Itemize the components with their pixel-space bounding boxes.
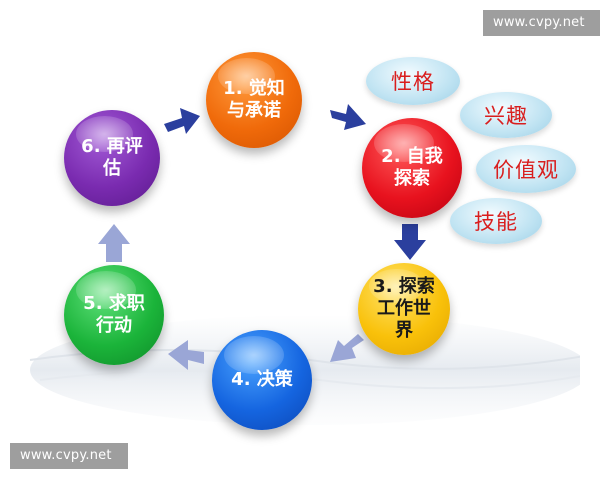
arrow-1-to-2-icon <box>330 104 366 130</box>
step-4-label: 4. 决策 <box>231 369 293 390</box>
aspect-skills-bubble: 技能 <box>450 198 542 244</box>
step-1-circle: 1. 觉知 与承诺 <box>206 52 302 148</box>
watermark-bottom: www.cvpy.net <box>10 443 128 469</box>
step-5-circle: 5. 求职 行动 <box>64 265 164 365</box>
arrow-2-to-3-icon <box>394 224 426 260</box>
step-1-label: 1. 觉知 与承诺 <box>223 78 285 121</box>
aspect-label: 技能 <box>474 210 518 234</box>
aspect-personality-bubble: 性格 <box>366 57 460 105</box>
step-6-circle: 6. 再评 估 <box>64 110 160 206</box>
aspect-label: 价值观 <box>493 158 559 182</box>
arrow-4-to-5-icon <box>168 340 204 370</box>
arrow-5-to-6-icon <box>98 224 130 262</box>
aspect-label: 性格 <box>391 70 435 94</box>
aspect-label: 兴趣 <box>484 104 528 128</box>
watermark-top: www.cvpy.net <box>483 10 600 36</box>
step-4-circle: 4. 决策 <box>212 330 312 430</box>
step-2-label: 2. 自我 探索 <box>381 146 443 189</box>
arrow-6-to-1-icon <box>164 108 200 134</box>
step-5-label: 5. 求职 行动 <box>83 293 145 336</box>
aspect-values-bubble: 价值观 <box>476 145 576 193</box>
step-3-label: 3. 探索 工作世 界 <box>373 276 435 341</box>
step-6-label: 6. 再评 估 <box>81 136 143 179</box>
aspect-interest-bubble: 兴趣 <box>460 92 552 138</box>
step-2-circle: 2. 自我 探索 <box>362 118 462 218</box>
arrow-3-to-4-icon <box>330 334 364 362</box>
step-3-circle: 3. 探索 工作世 界 <box>358 263 450 355</box>
